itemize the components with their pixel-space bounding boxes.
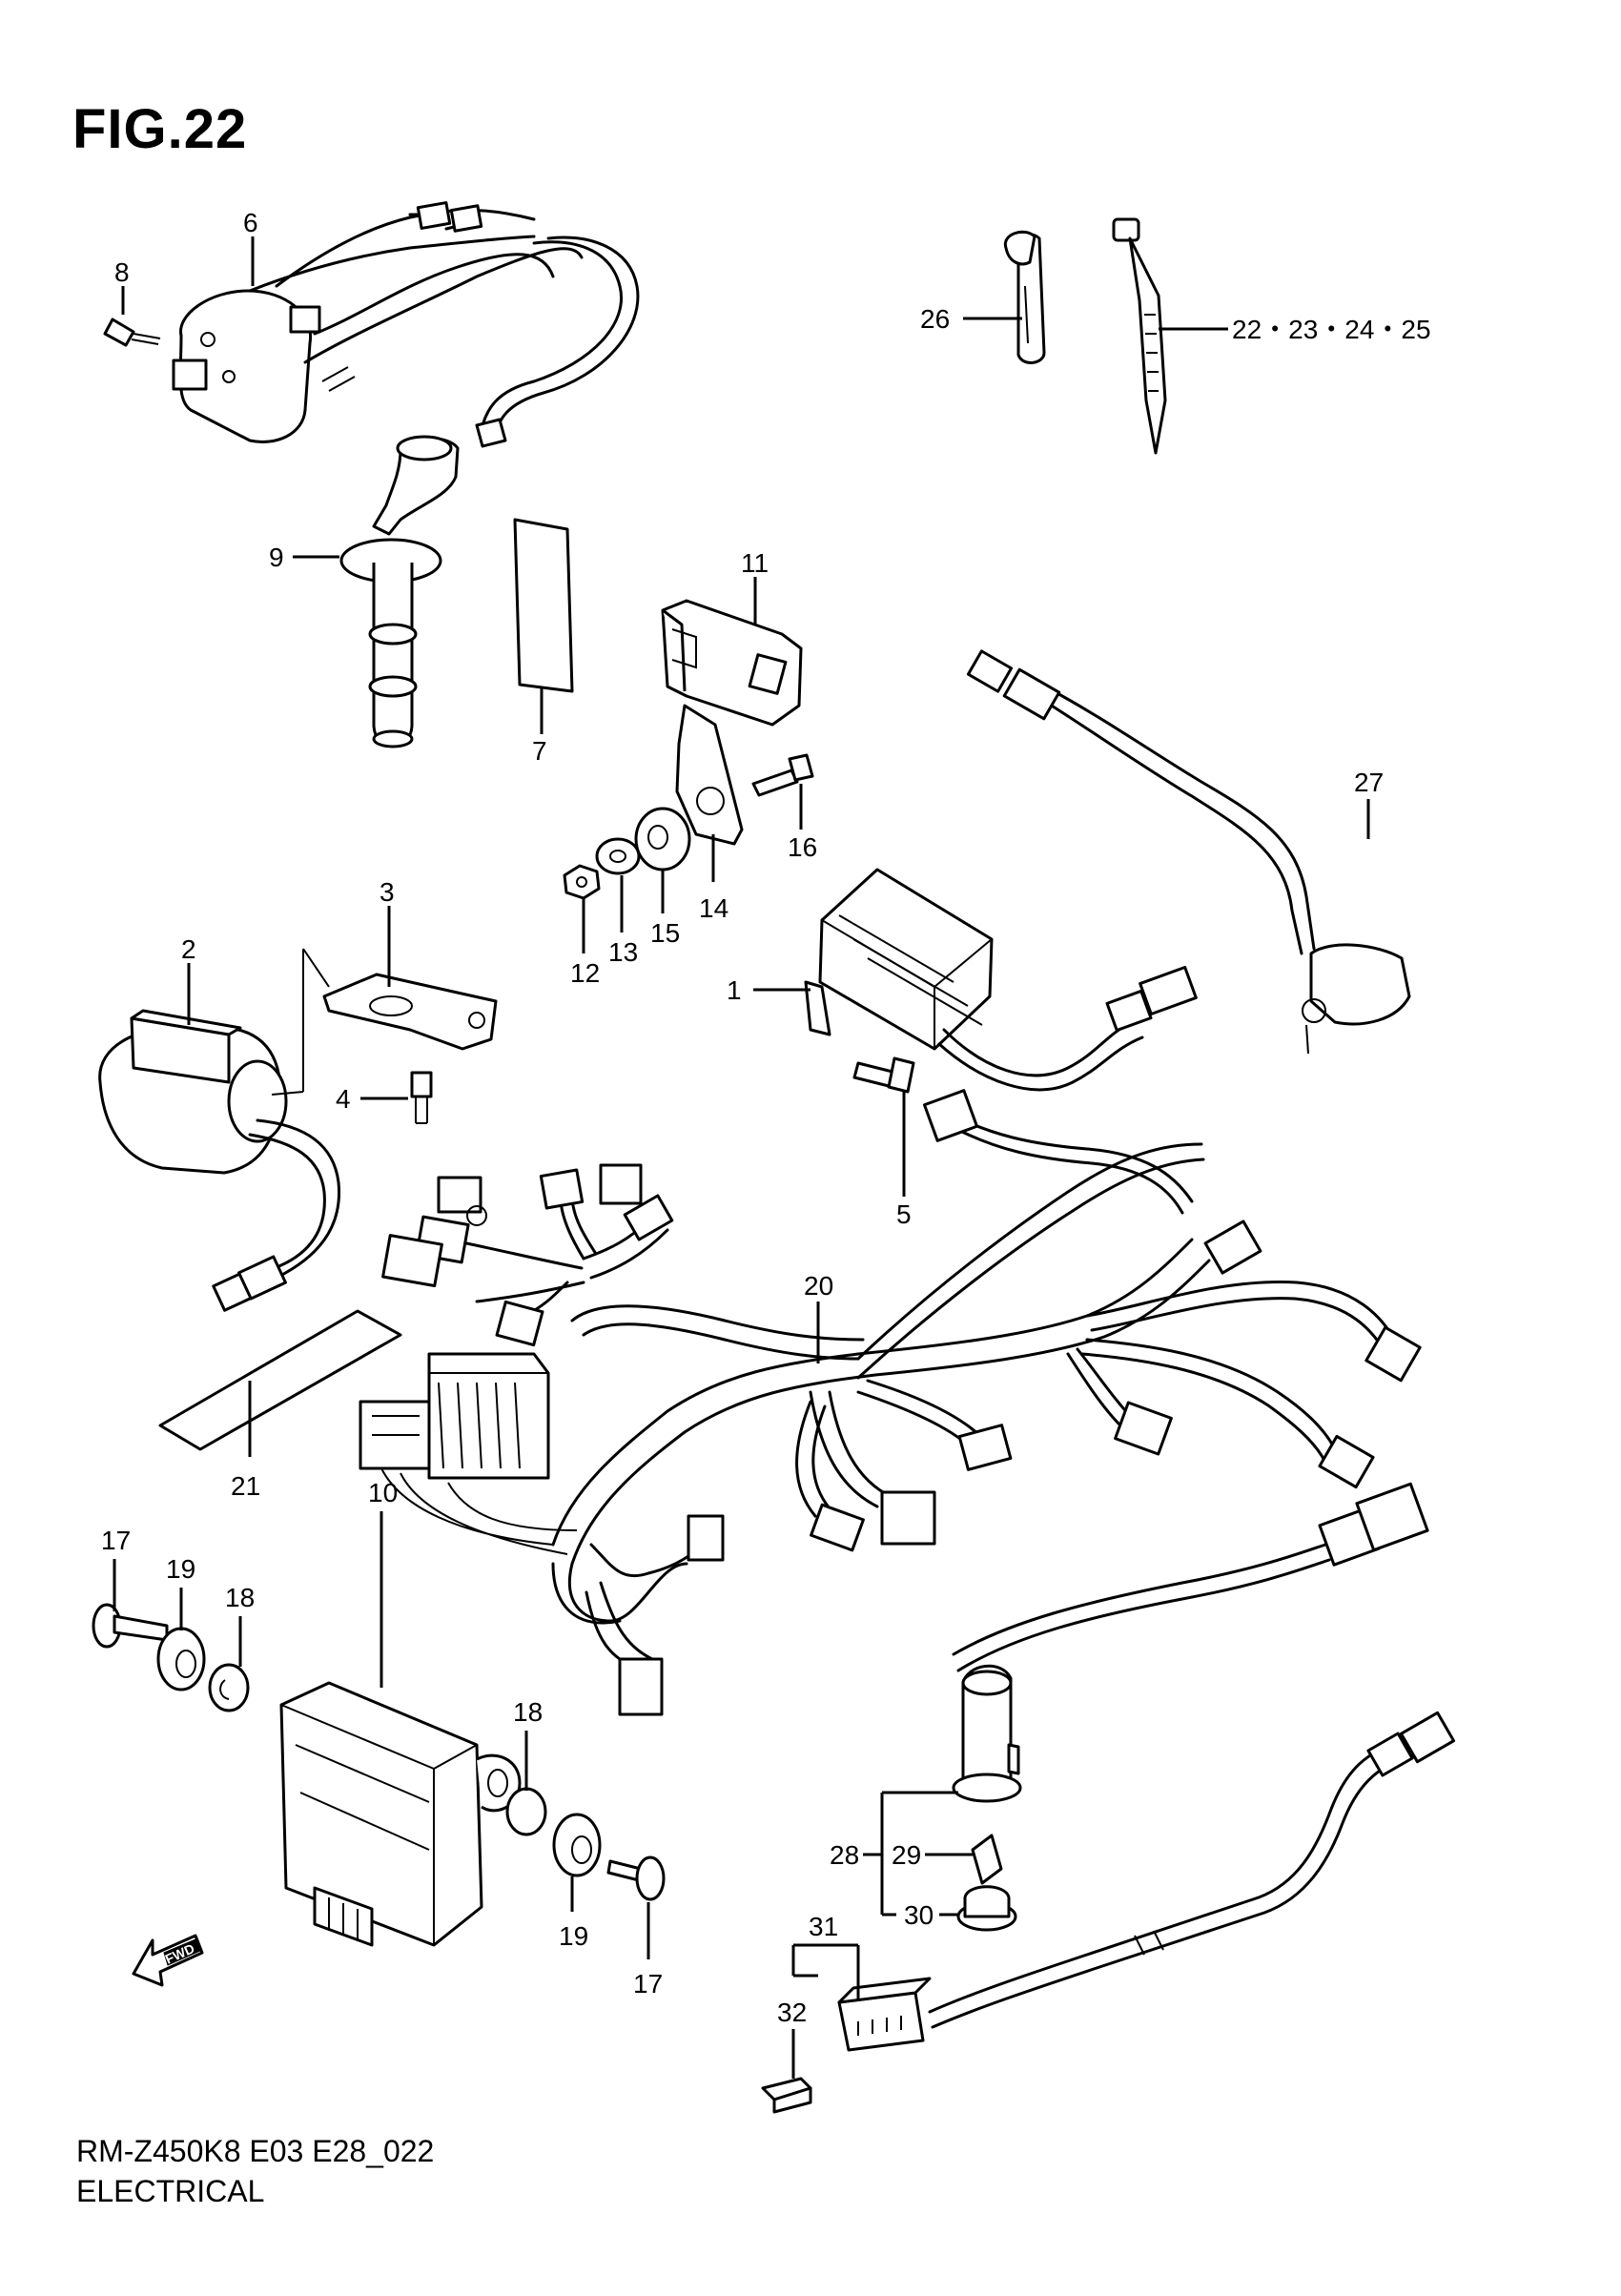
leader-lines <box>113 236 1370 2079</box>
part-14-bracket[interactable] <box>675 704 744 846</box>
callout-1: 1 <box>727 975 742 1005</box>
callout-labels: 6 8 9 7 11 16 14 15 13 12 27 1 5 2 3 4 2… <box>101 208 1431 2027</box>
part-8-screw[interactable] <box>103 318 161 347</box>
callout-11: 11 <box>741 548 769 578</box>
part-3-bracket[interactable] <box>322 973 498 1051</box>
callout-10: 10 <box>368 1478 398 1507</box>
callout-8: 8 <box>114 257 130 287</box>
part-1-regulator[interactable] <box>804 868 1198 1092</box>
part-9-plug-cap[interactable] <box>339 435 460 748</box>
callout-20: 20 <box>804 1271 833 1301</box>
part-11-relay[interactable] <box>661 599 803 727</box>
callout-29: 29 <box>892 1840 921 1870</box>
callout-9: 9 <box>269 543 284 572</box>
part-20-wiring-harness[interactable] <box>359 1089 1429 1716</box>
part-18-collar-left[interactable] <box>208 1663 250 1712</box>
callout-31: 31 <box>809 1912 838 1941</box>
footer-model-code: RM-Z450K8 E03 E28_022 <box>76 2134 435 2168</box>
part-4-bolt[interactable] <box>410 1071 433 1124</box>
callout-14: 14 <box>699 893 728 923</box>
part-19-grommet-right[interactable] <box>552 1813 602 1877</box>
fwd-arrow-icon: FWD <box>132 1934 204 1987</box>
callout-32: 32 <box>777 1998 807 2027</box>
callout-19-right: 19 <box>559 1921 588 1951</box>
callout-3: 3 <box>380 877 395 907</box>
part-7-label-sheet[interactable] <box>513 518 574 693</box>
callout-5: 5 <box>896 1199 912 1229</box>
callout-17-right: 17 <box>633 1969 663 1999</box>
callout-12: 12 <box>570 958 600 988</box>
footer-section-name: ELECTRICAL <box>76 2174 265 2208</box>
part-5-bolt[interactable] <box>852 1056 915 1094</box>
part-31-fuse-harness[interactable] <box>837 1711 1456 2052</box>
part-18-collar-right[interactable] <box>505 1787 547 1836</box>
callout-19-left: 19 <box>166 1554 195 1584</box>
callout-2: 2 <box>181 934 196 964</box>
part-6-ignition-coil[interactable] <box>172 201 640 448</box>
part-16-bolt[interactable] <box>751 753 814 797</box>
part-19-grommet-left[interactable] <box>156 1627 206 1691</box>
figure-title: FIG.22 <box>72 98 248 160</box>
part-21-label-sheet[interactable] <box>158 1309 402 1451</box>
callout-26: 26 <box>920 304 950 334</box>
callout-18-right: 18 <box>513 1697 543 1727</box>
part-17-bolt-left[interactable] <box>92 1603 169 1649</box>
part-15-grommet[interactable] <box>634 807 691 871</box>
part-13-washer[interactable] <box>595 837 641 875</box>
part-2-condenser[interactable] <box>98 948 341 1312</box>
part-29-resistor[interactable] <box>971 1834 1003 1885</box>
callout-27: 27 <box>1354 768 1384 797</box>
callout-6: 6 <box>243 208 258 237</box>
callout-4: 4 <box>336 1084 351 1114</box>
part-12-nut[interactable] <box>563 864 601 900</box>
part-27-sensor[interactable] <box>966 649 1411 1055</box>
callout-22-25: 22・23・24・25 <box>1232 315 1431 344</box>
part-28-plug-cap[interactable] <box>952 1664 1022 1803</box>
part-10-ecu[interactable] <box>279 1681 522 1947</box>
callout-18-left: 18 <box>225 1583 255 1612</box>
callout-30: 30 <box>904 1900 934 1930</box>
part-17-bolt-right[interactable] <box>606 1855 666 1901</box>
part-30-seal[interactable] <box>956 1885 1017 1932</box>
callout-15: 15 <box>650 918 680 948</box>
callout-13: 13 <box>608 937 638 967</box>
callout-7: 7 <box>532 736 547 766</box>
part-22-25-cable-tie[interactable] <box>1112 217 1167 455</box>
callout-17-left: 17 <box>101 1526 131 1555</box>
callout-16: 16 <box>788 832 817 862</box>
part-32-fuse[interactable] <box>761 2077 812 2114</box>
callout-21: 21 <box>231 1471 260 1501</box>
callout-28: 28 <box>830 1840 859 1870</box>
part-26-clamp[interactable] <box>1003 230 1046 364</box>
